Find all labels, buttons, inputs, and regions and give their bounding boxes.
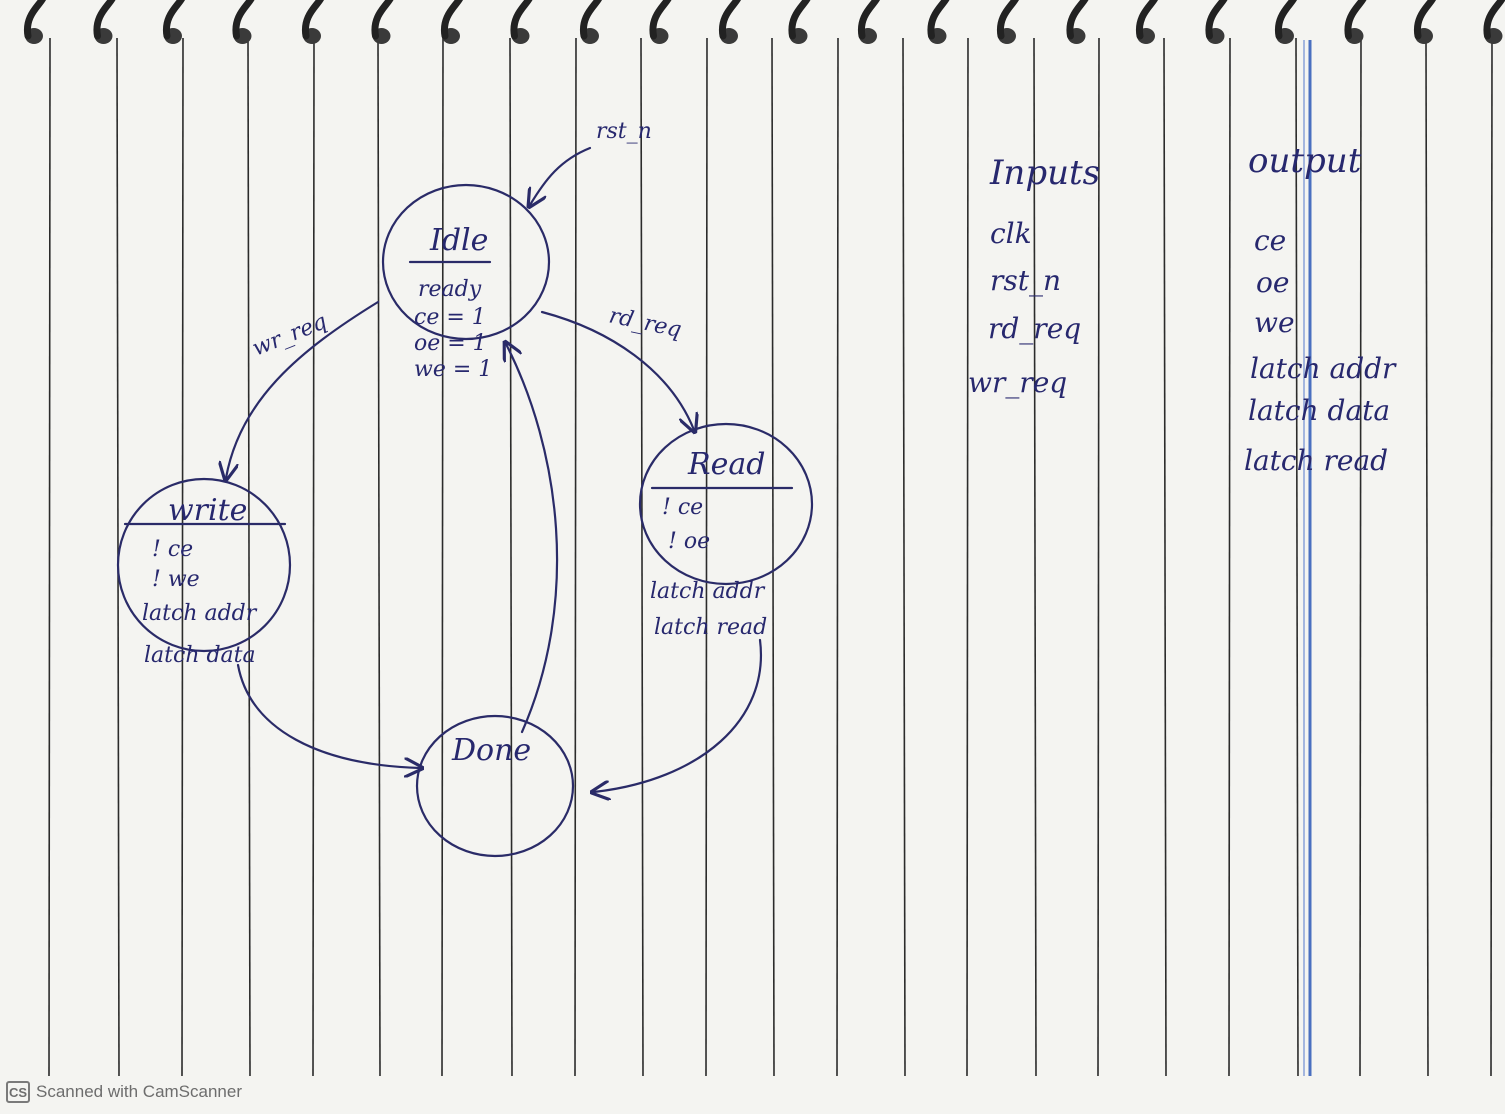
state-read-line-1: ! ce bbox=[662, 495, 703, 520]
spiral-ring bbox=[1483, 0, 1505, 40]
ruled-line bbox=[1359, 37, 1362, 1077]
input-item-1: clk bbox=[990, 217, 1032, 250]
state-done-title: Done bbox=[451, 733, 531, 768]
edge-idle-to-write-label: wr_req bbox=[249, 309, 331, 361]
ruled-line bbox=[640, 37, 644, 1077]
ruled-line bbox=[1097, 37, 1100, 1077]
ruled-line bbox=[1033, 37, 1037, 1077]
spiral-ring bbox=[301, 0, 325, 40]
edge-idle-to-write bbox=[226, 300, 380, 478]
inputs-list: Inputs clk rst_n rd_req wr_req bbox=[968, 153, 1100, 399]
input-item-3: rd_req bbox=[988, 312, 1081, 345]
output-item-2: oe bbox=[1256, 266, 1289, 299]
spiral-ring bbox=[927, 0, 950, 40]
scanner-watermark: CS Scanned with CamScanner bbox=[6, 1078, 242, 1106]
spiral-ring bbox=[510, 0, 533, 40]
ruled-line bbox=[1295, 37, 1299, 1077]
scanner-watermark-text: Scanned with CamScanner bbox=[36, 1082, 243, 1101]
state-idle-line-4: we = 1 bbox=[414, 357, 492, 382]
spiral-ring bbox=[232, 0, 255, 40]
ruled-line bbox=[48, 37, 51, 1077]
output-item-4: latch addr bbox=[1250, 352, 1397, 385]
edge-write-to-done bbox=[236, 663, 420, 768]
state-write-line-1: ! ce bbox=[152, 537, 193, 562]
inputs-heading: Inputs bbox=[989, 153, 1100, 193]
state-idle-circle bbox=[381, 183, 551, 341]
output-item-5: latch data bbox=[1248, 394, 1390, 427]
state-done-circle bbox=[415, 714, 575, 858]
spiral-ring bbox=[649, 0, 672, 40]
state-done: Done bbox=[415, 714, 575, 858]
state-read-line-3: latch addr bbox=[650, 579, 766, 604]
spiral-ring bbox=[93, 0, 116, 40]
state-read-circle bbox=[638, 422, 814, 586]
output-item-3: we bbox=[1254, 306, 1295, 339]
output-item-1: ce bbox=[1254, 224, 1286, 257]
ruled-line bbox=[181, 37, 184, 1077]
ruled-line bbox=[312, 37, 315, 1077]
reset-arrow bbox=[530, 146, 592, 205]
state-write: write ! ce ! we latch addr latch data bbox=[116, 477, 292, 668]
ruled-line bbox=[574, 37, 577, 1077]
spiral-ring bbox=[1274, 0, 1298, 40]
spiral-ring bbox=[1066, 0, 1089, 40]
ruled-lines bbox=[48, 37, 1493, 1077]
ruled-line bbox=[771, 37, 775, 1077]
edge-done-to-idle bbox=[506, 344, 559, 734]
edge-read-to-done bbox=[594, 638, 763, 792]
ruled-line bbox=[247, 37, 251, 1077]
spiral-ring bbox=[440, 0, 464, 40]
outputs-heading: output bbox=[1248, 141, 1362, 181]
outputs-list: output ce oe we latch addr latch data la… bbox=[1244, 141, 1397, 477]
input-item-2: rst_n bbox=[990, 264, 1061, 297]
state-idle-line-1: ready bbox=[418, 277, 482, 302]
ruled-line bbox=[377, 37, 381, 1077]
spiral-ring bbox=[371, 0, 394, 40]
spiral-ring bbox=[1135, 0, 1159, 40]
spiral-ring bbox=[996, 0, 1020, 40]
ruled-line bbox=[1490, 37, 1493, 1077]
state-write-circle bbox=[116, 477, 292, 653]
ruled-line bbox=[1425, 37, 1429, 1077]
spiral-ring bbox=[857, 0, 881, 40]
spiral-ring bbox=[162, 0, 186, 40]
state-read: Read ! ce ! oe latch addr latch read bbox=[638, 422, 814, 640]
spiral-ring bbox=[579, 0, 603, 40]
state-write-line-4: latch data bbox=[144, 643, 256, 668]
spiral-ring bbox=[1413, 0, 1437, 40]
ruled-line bbox=[966, 37, 969, 1077]
input-item-4: wr_req bbox=[968, 366, 1067, 399]
ruled-line bbox=[836, 37, 839, 1077]
state-idle-line-3: oe = 1 bbox=[414, 331, 487, 356]
state-idle: Idle ready ce = 1 oe = 1 we = 1 bbox=[381, 183, 551, 382]
reset-label: rst_n bbox=[596, 119, 652, 144]
ruled-line bbox=[902, 37, 906, 1077]
edge-idle-to-read bbox=[540, 310, 694, 430]
state-read-line-2: ! oe bbox=[668, 529, 710, 554]
spiral-binding bbox=[23, 0, 1505, 44]
state-read-line-4: latch read bbox=[654, 615, 767, 640]
state-write-title: write bbox=[168, 493, 247, 528]
spiral-ring bbox=[788, 0, 811, 40]
edge-idle-to-read-label: rd_req bbox=[607, 303, 684, 343]
spiral-ring bbox=[718, 0, 742, 40]
spiral-ring bbox=[1205, 0, 1228, 40]
spiral-ring bbox=[23, 0, 47, 40]
state-idle-line-2: ce = 1 bbox=[414, 305, 486, 330]
spiral-ring bbox=[1344, 0, 1367, 40]
ruled-line bbox=[1163, 37, 1167, 1077]
state-write-line-3: latch addr bbox=[142, 601, 258, 626]
state-idle-title: Idle bbox=[429, 223, 488, 258]
camscanner-logo-icon: CS bbox=[6, 1081, 30, 1103]
state-write-line-2: ! we bbox=[152, 567, 200, 592]
ruled-line bbox=[1228, 37, 1231, 1077]
state-read-title: Read bbox=[687, 447, 765, 482]
ruled-line bbox=[441, 37, 444, 1077]
ruled-line bbox=[705, 37, 708, 1077]
ruled-line bbox=[509, 37, 513, 1077]
output-item-6: latch read bbox=[1244, 444, 1388, 477]
